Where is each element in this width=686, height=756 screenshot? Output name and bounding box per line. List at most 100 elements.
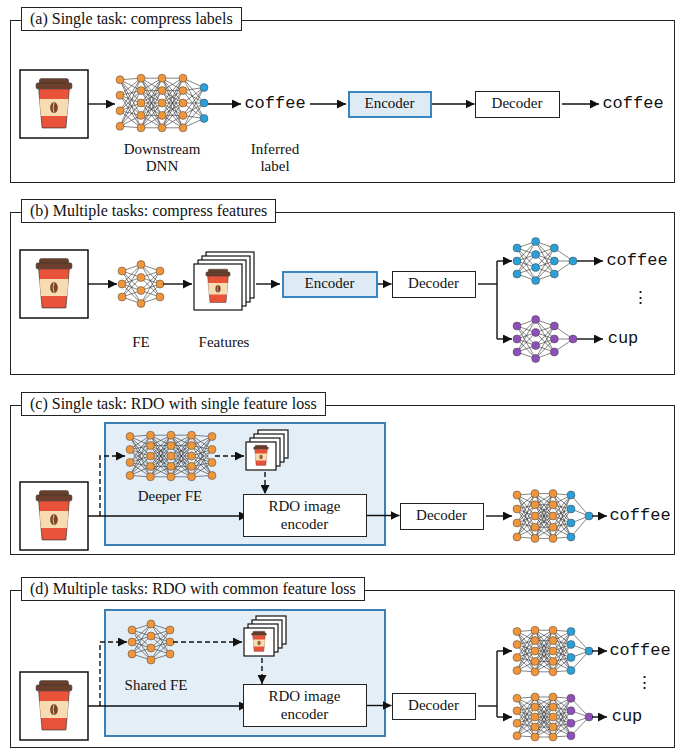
network-neuron <box>531 523 539 531</box>
flow-arrow <box>497 650 512 651</box>
flow-arrow <box>88 103 115 104</box>
network-neuron <box>531 723 539 731</box>
flow-arrow <box>88 705 248 706</box>
neural-network <box>118 261 164 308</box>
dashed-arrow <box>215 455 244 456</box>
network-neuron <box>585 713 593 721</box>
network-neuron <box>208 472 216 480</box>
component-caption: FE <box>132 334 150 351</box>
network-neuron <box>188 473 196 481</box>
class-label: ⋮ <box>636 675 653 694</box>
cup-body <box>39 269 70 308</box>
network-neuron <box>167 442 175 450</box>
feature-maps <box>246 430 288 470</box>
network-link <box>162 78 183 115</box>
network-neuron <box>208 446 216 454</box>
bean-line <box>260 455 261 459</box>
neural-network <box>513 693 593 741</box>
rdo-encoder-region <box>105 610 385 736</box>
flow-arrow <box>592 650 607 651</box>
network-neuron <box>513 732 521 740</box>
network-neuron <box>531 668 539 676</box>
network-neuron <box>179 99 187 107</box>
process-box: Decoder <box>475 91 560 118</box>
network-link <box>141 78 162 115</box>
network-neuron <box>188 431 196 439</box>
network-neuron <box>147 632 155 640</box>
flow-arrow <box>497 260 512 261</box>
network-neuron <box>179 124 187 132</box>
network-neuron <box>549 523 557 531</box>
network-neuron <box>156 293 164 301</box>
network-neuron <box>549 501 557 509</box>
network-neuron <box>167 473 175 481</box>
panel-title: (c) Single task: RDO with single feature… <box>30 395 317 412</box>
network-neuron <box>147 656 155 664</box>
neural-network <box>128 620 174 664</box>
class-label: coffee <box>244 95 305 114</box>
cup-body <box>39 89 70 128</box>
network-neuron <box>549 490 557 498</box>
cup-body <box>39 691 70 730</box>
network-neuron <box>531 657 539 665</box>
flow-arrow <box>577 338 603 339</box>
coffee-cup-icon <box>36 681 72 730</box>
network-neuron <box>137 274 145 282</box>
coffee-cup-icon <box>36 491 72 540</box>
bean-line <box>217 285 219 292</box>
cup-band <box>40 701 69 718</box>
network-neuron <box>531 637 539 645</box>
network-neuron <box>513 348 521 356</box>
neural-network <box>513 238 577 285</box>
cup-body <box>255 449 268 465</box>
network-neuron <box>208 459 216 467</box>
network-neuron <box>200 99 208 107</box>
cup-band <box>40 279 69 296</box>
input-image-frame <box>20 70 88 138</box>
coffee-bean <box>50 704 58 715</box>
box-label: Decoder <box>416 507 467 524</box>
network-neuron <box>567 505 575 513</box>
network-neuron <box>567 641 575 649</box>
input-image-frame <box>20 250 88 318</box>
network-neuron <box>550 335 558 343</box>
network-neuron <box>585 647 593 655</box>
flow-arrow <box>577 260 603 261</box>
bean-line <box>53 102 55 112</box>
flow-arrow <box>496 261 497 339</box>
network-neuron <box>513 533 521 541</box>
box-label: Encoder <box>365 95 415 112</box>
panel-title: (a) Single task: compress labels <box>30 10 233 27</box>
cup-band <box>253 640 265 647</box>
cup-lid <box>254 447 269 449</box>
network-neuron <box>128 638 136 646</box>
flow-arrow <box>208 103 241 104</box>
network-neuron <box>158 124 166 132</box>
network-neuron <box>179 111 187 119</box>
network-neuron <box>158 99 166 107</box>
cup-lid <box>36 495 72 501</box>
network-neuron <box>513 322 521 330</box>
network-neuron <box>567 519 575 527</box>
network-link <box>141 91 162 128</box>
class-label: cup <box>608 330 639 349</box>
flow-arrow <box>562 103 599 104</box>
task-panel: (b) Multiple tasks: compress featuresEnc… <box>10 212 675 375</box>
dashed-arrow <box>261 658 262 684</box>
network-neuron <box>147 452 155 460</box>
network-neuron <box>531 693 539 701</box>
network-link <box>151 446 172 477</box>
network-neuron <box>118 280 126 288</box>
network-neuron <box>147 473 155 481</box>
network-neuron <box>167 452 175 460</box>
network-neuron <box>531 713 539 721</box>
network-neuron <box>513 270 521 278</box>
network-neuron <box>567 533 575 541</box>
flow-arrow <box>592 515 607 516</box>
network-neuron <box>513 257 521 265</box>
neural-network <box>513 490 593 543</box>
flow-arrow <box>497 716 512 717</box>
network-neuron <box>158 74 166 82</box>
network-neuron <box>137 74 145 82</box>
network-neuron <box>126 459 134 467</box>
